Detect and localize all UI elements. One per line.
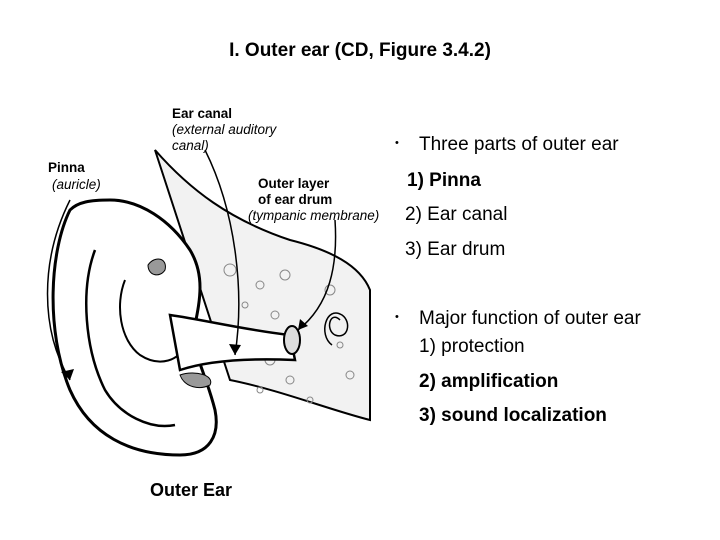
cochlea <box>324 312 349 346</box>
skull-outline <box>154 149 371 422</box>
pinna-label: Pinna <box>48 160 85 175</box>
function-sound-localization: 3) sound localization <box>419 405 607 426</box>
pointer-arrowheads <box>61 319 308 380</box>
function-amplification: 2) amplification <box>419 371 559 392</box>
bullet-functions-text: Major function of outer ear <box>419 308 641 329</box>
ear-canal-sublabel-1: (external auditory <box>172 122 277 137</box>
pinna-sublabel: (auricle) <box>52 177 101 192</box>
cartilage-upper <box>147 258 166 276</box>
function-protection: 1) protection <box>419 336 525 357</box>
slide-title: I. Outer ear (CD, Figure 3.4.2) <box>229 40 491 61</box>
bullet-glyph: • <box>395 137 399 149</box>
ear-drum-label-2: of ear drum <box>258 192 333 207</box>
cartilage-lower <box>179 372 212 388</box>
ear-drum <box>283 325 301 355</box>
bullet-glyph: • <box>395 311 399 323</box>
ear-drum-sublabel: (tympanic membrane) <box>248 208 380 223</box>
ear-drum-label-1: Outer layer <box>258 176 330 191</box>
part-ear-drum: 3) Ear drum <box>405 239 506 260</box>
pinna-outer <box>51 198 218 457</box>
pointer-lines <box>46 149 337 381</box>
outer-ear-illustration <box>46 149 371 457</box>
part-ear-canal: 2) Ear canal <box>405 204 508 225</box>
ear-canal-sublabel-2: canal) <box>172 138 209 153</box>
bullet-parts-text: Three parts of outer ear <box>419 134 619 155</box>
part-pinna: 1) Pinna <box>407 170 481 191</box>
concha <box>119 279 186 363</box>
ear-figure: Pinna (auricle) Ear canal (external audi… <box>30 90 379 510</box>
pinna-inner <box>85 249 176 428</box>
ear-canal-label: Ear canal <box>172 106 233 121</box>
figure-caption: Outer Ear <box>150 480 233 500</box>
